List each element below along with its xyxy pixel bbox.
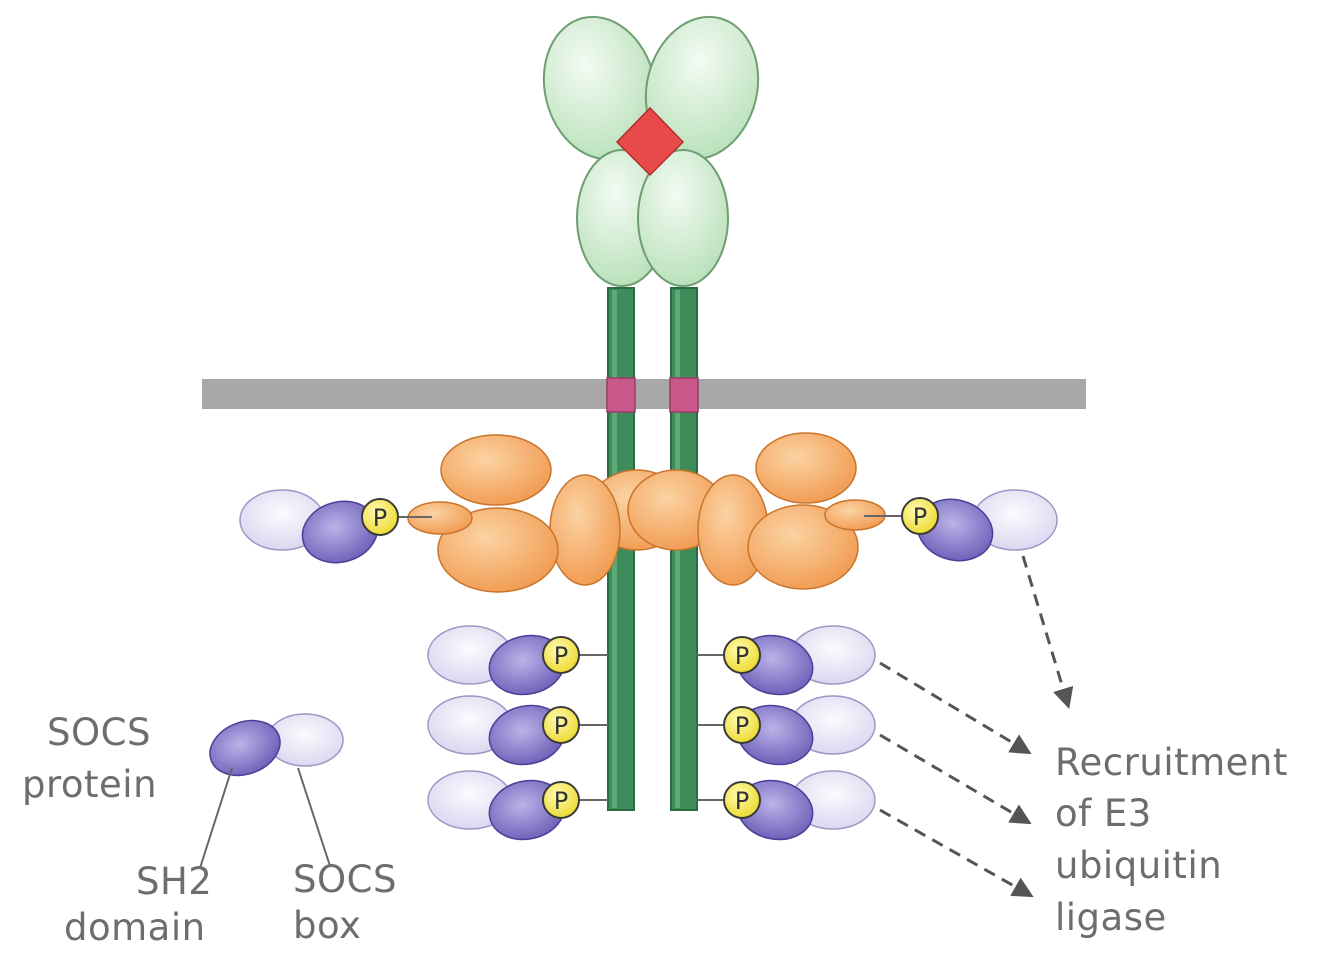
legend-socs-box-label-line1: SOCS bbox=[293, 858, 397, 902]
phosphate-group: P bbox=[724, 782, 760, 818]
phosphate-group: P bbox=[543, 782, 579, 818]
phosphate-label: P bbox=[735, 787, 749, 815]
dashed-arrow bbox=[880, 663, 1028, 752]
phosphate-group: P bbox=[543, 637, 579, 673]
phosphate-label: P bbox=[913, 503, 927, 531]
plasma-membrane bbox=[202, 379, 1086, 409]
phosphate-group: P bbox=[724, 637, 760, 673]
phosphate-label: P bbox=[554, 787, 568, 815]
outcome-label-line1: Recruitment bbox=[1055, 741, 1288, 785]
socs-protein-jak-left bbox=[240, 490, 384, 571]
legend-box-pointer bbox=[298, 768, 330, 866]
phosphate-group: P bbox=[902, 498, 938, 534]
phosphate-group: P bbox=[362, 499, 398, 535]
legend-socs-protein-label-line1: SOCS bbox=[47, 711, 151, 755]
phosphate-label: P bbox=[554, 642, 568, 670]
legend-socs-protein bbox=[200, 711, 343, 868]
phosphate-label: P bbox=[735, 642, 749, 670]
outcome-label-line3: ubiquitin bbox=[1055, 844, 1222, 888]
dashed-arrow bbox=[880, 735, 1028, 822]
outcome-label-line4: ligase bbox=[1055, 896, 1167, 940]
dashed-arrow bbox=[880, 810, 1030, 895]
recruitment-arrows bbox=[880, 556, 1068, 895]
phosphate-group: P bbox=[543, 707, 579, 743]
phosphate-label: P bbox=[554, 712, 568, 740]
phosphate-label: P bbox=[735, 712, 749, 740]
phosphate-label: P bbox=[373, 504, 387, 532]
legend-sh2-domain bbox=[202, 711, 287, 784]
transmembrane-segment-left bbox=[607, 378, 635, 412]
legend-socs-protein-label-line2: protein bbox=[22, 763, 157, 807]
phosphate-group: P bbox=[724, 707, 760, 743]
dashed-arrow bbox=[1023, 556, 1068, 705]
jak-kinase-right bbox=[628, 433, 885, 589]
legend-sh2-label-line1: SH2 bbox=[136, 860, 212, 904]
legend-sh2-label-line2: domain bbox=[64, 906, 206, 950]
transmembrane-segment-right bbox=[670, 378, 698, 412]
legend-socs-box-label-line2: box bbox=[293, 904, 361, 948]
legend-sh2-pointer bbox=[200, 768, 232, 868]
outcome-label-line2: of E3 bbox=[1055, 792, 1152, 836]
